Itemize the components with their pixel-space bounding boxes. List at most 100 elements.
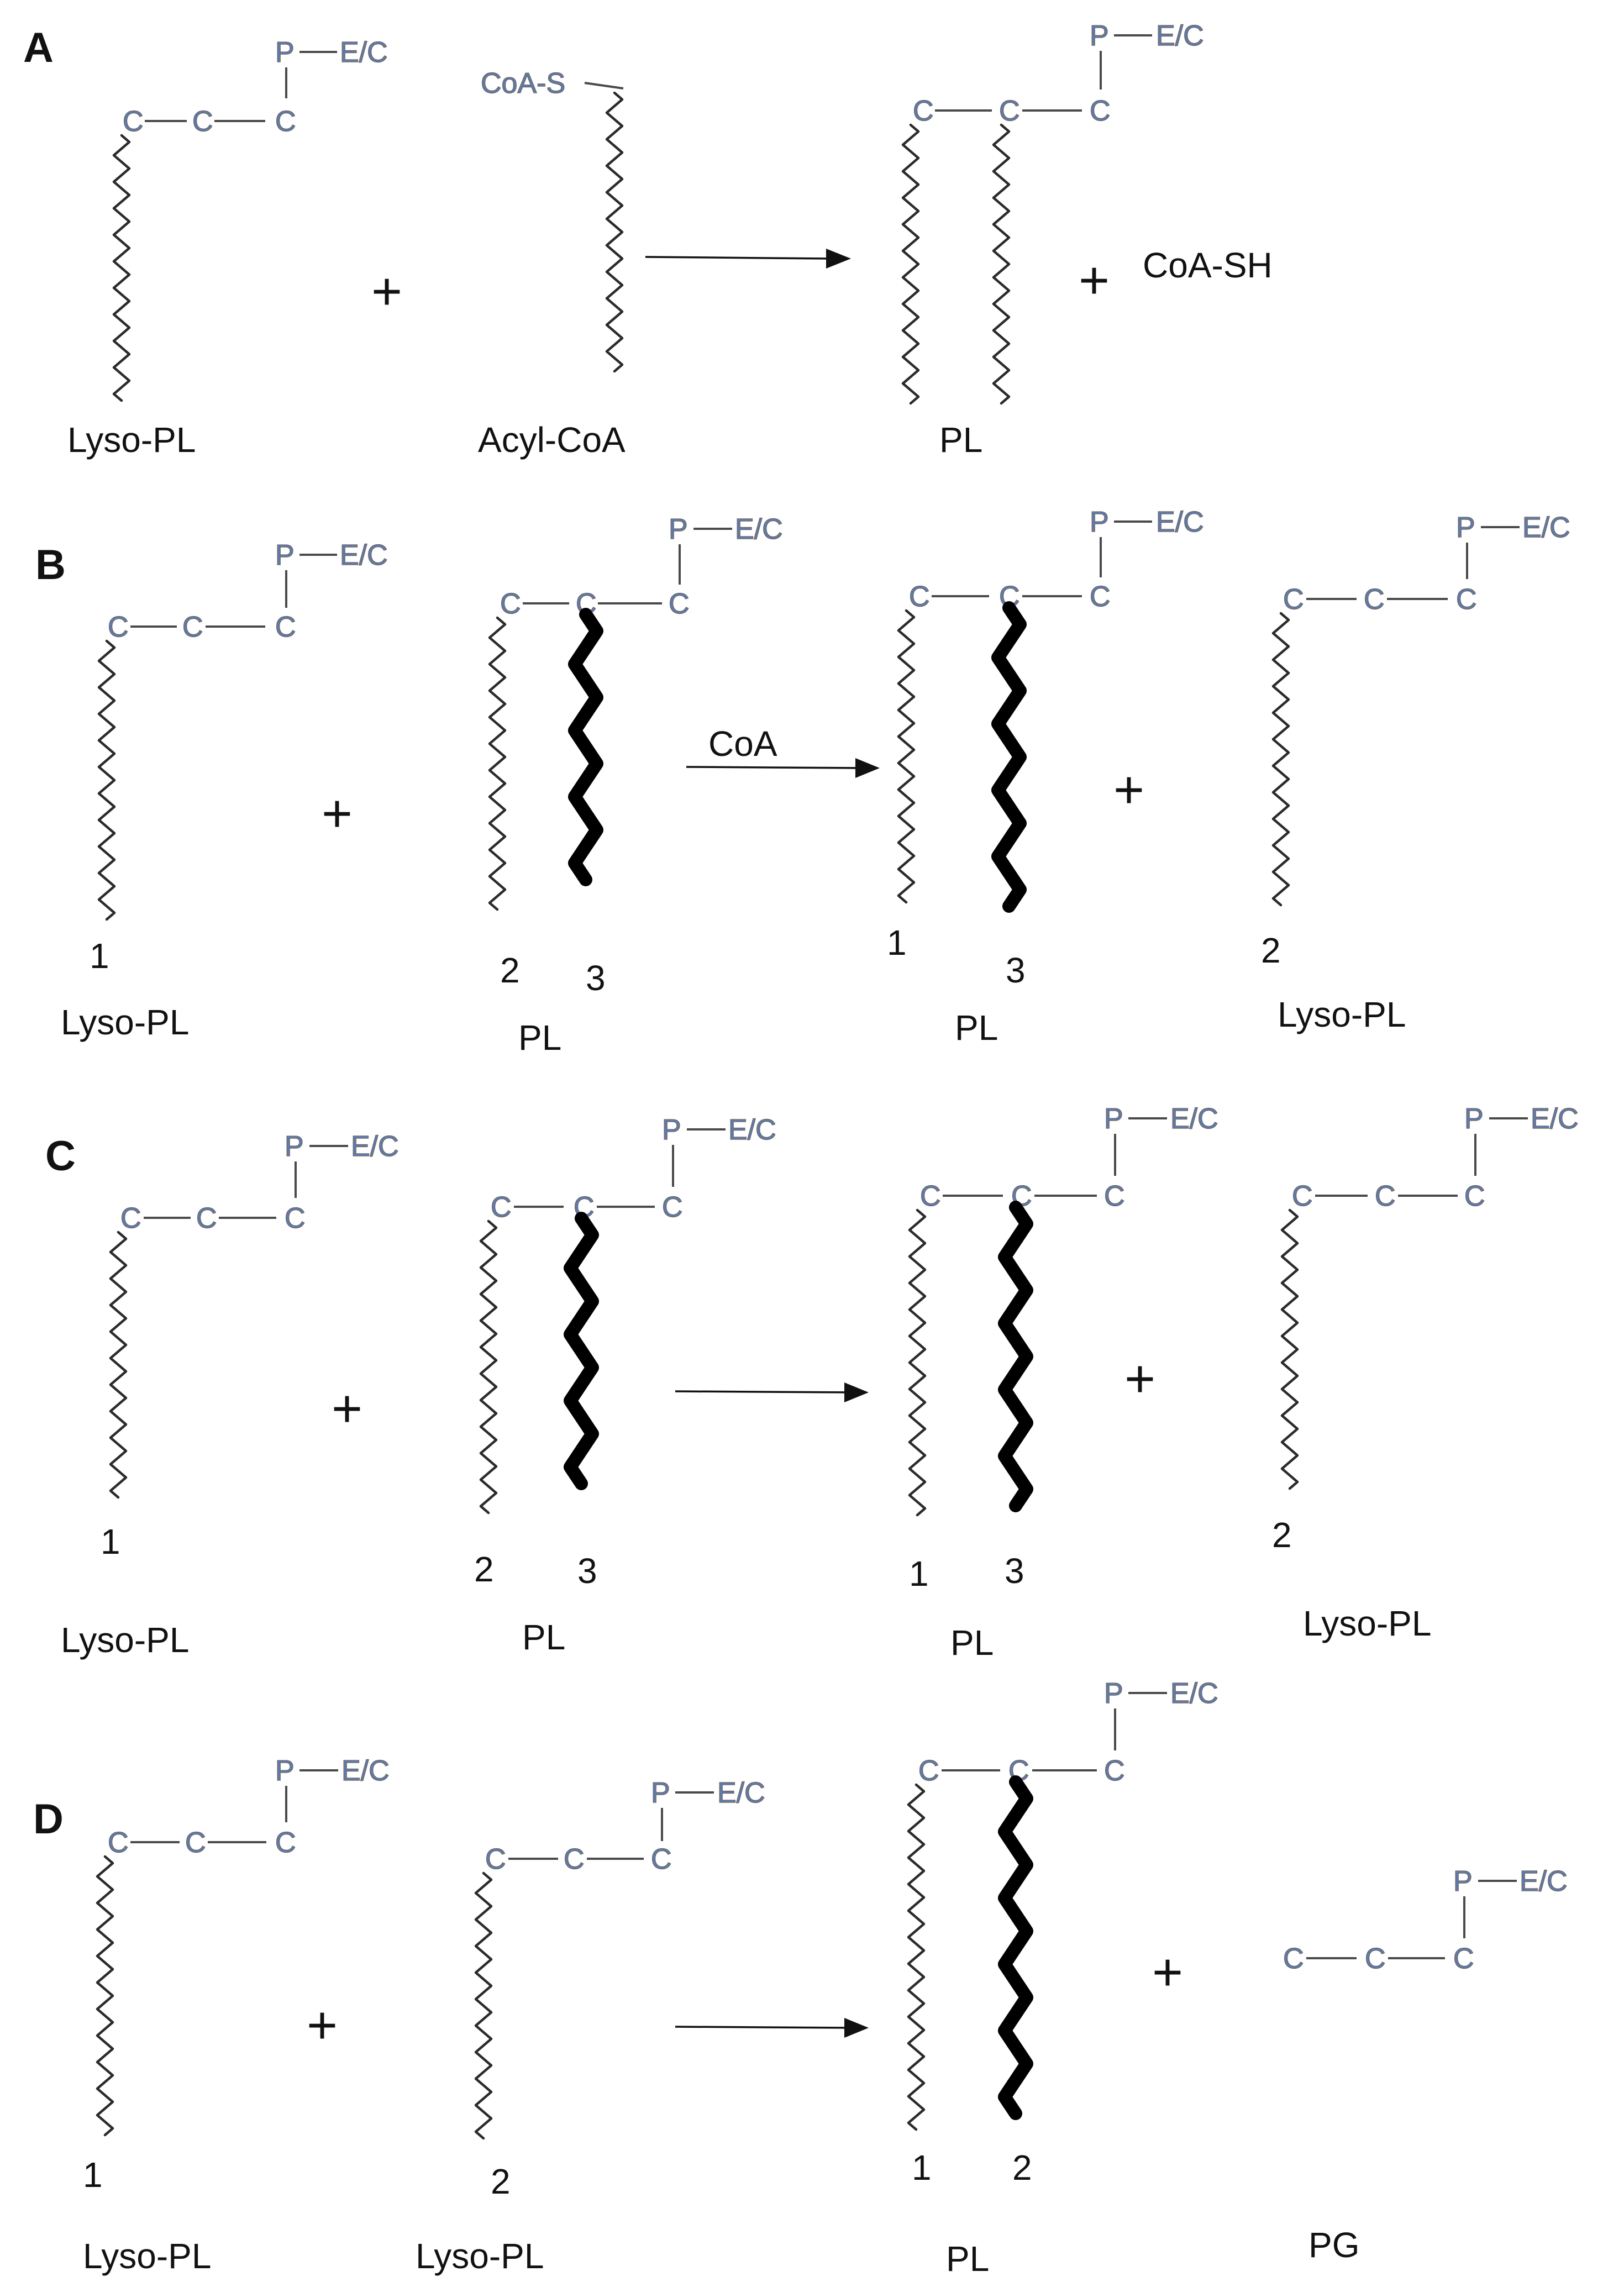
lyso-pl-molecule: P E/C C C C (97, 539, 388, 921)
pl-molecule: P E/C C C C (488, 513, 783, 911)
atom-c: C (913, 95, 934, 127)
lyso-pl-label: Lyso-PL (1278, 995, 1406, 1034)
atom-c: C (576, 588, 597, 620)
coa-label: CoA (708, 724, 777, 764)
acyl-chain (474, 1871, 493, 2140)
atom-c: C (120, 1202, 141, 1234)
pl-molecule: P E/C C C C (908, 1102, 1218, 1517)
atom-p: P (1453, 1865, 1473, 1897)
pl-label: PL (522, 1617, 565, 1657)
atom-c: C (1090, 581, 1111, 613)
atom-c: C (1292, 1180, 1313, 1212)
atom-c: C (1364, 583, 1385, 616)
atom-c: C (485, 1843, 506, 1875)
lyso-pl-molecule: P E/C C C C (112, 36, 388, 402)
atom-coas: CoA-S (481, 67, 565, 99)
atom-ec: E/C (1522, 512, 1570, 544)
acyl-chain (112, 134, 131, 402)
reaction-arrow (686, 758, 880, 778)
atom-p: P (275, 1755, 295, 1787)
atom-c: C (123, 106, 144, 138)
panel-d-letter: D (33, 1796, 64, 1843)
lyso-pl-molecule: P E/C C C C (474, 1776, 765, 2140)
thick-acyl-chain (991, 601, 1027, 913)
atom-p: P (1456, 512, 1475, 544)
lyso-pl-label: Lyso-PL (67, 420, 196, 460)
reaction-arrow (645, 249, 851, 269)
acyl-coa-label: Acyl-CoA (478, 420, 626, 460)
acyl-coa-molecule: CoA-S (480, 67, 624, 373)
pl-label: PL (946, 2239, 989, 2279)
atom-c: C (1375, 1180, 1396, 1212)
acyl-chain (1280, 1208, 1299, 1490)
plus-sign: + (322, 784, 353, 843)
panel-b-letter: B (35, 541, 66, 588)
atom-c: C (275, 611, 296, 643)
lyso-pl-label: Lyso-PL (61, 1002, 189, 1042)
atom-ec: E/C (1156, 506, 1204, 538)
reaction-arrow (675, 1382, 869, 1402)
atom-ec: E/C (1170, 1678, 1218, 1710)
atom-c: C (918, 1755, 939, 1787)
atom-p: P (1090, 506, 1109, 538)
lyso-pl-molecule: P E/C C C C (1280, 1102, 1579, 1490)
pl-molecule: P E/C C C C (901, 19, 1204, 405)
chain-number: 3 (1005, 1551, 1024, 1591)
atom-p: P (275, 539, 295, 571)
plus-sign: + (371, 262, 402, 321)
acyl-chain (97, 639, 116, 921)
reaction-arrow (675, 2018, 869, 2038)
atom-ec: E/C (341, 1755, 390, 1787)
chain-number: 2 (1272, 1515, 1292, 1555)
chain-number: 3 (1006, 950, 1026, 990)
chain-number: 1 (912, 2148, 932, 2188)
atom-p: P (1464, 1103, 1484, 1135)
atom-ec: E/C (340, 36, 388, 69)
atom-c: C (108, 1827, 129, 1859)
chain-number: 2 (500, 950, 520, 990)
acyl-chain (109, 1231, 128, 1499)
pl-molecule: P E/C C C C (907, 1677, 1218, 2131)
lyso-pl-label: Lyso-PL (1303, 1603, 1431, 1643)
atom-c: C (1104, 1755, 1125, 1787)
lyso-pl-molecule: P E/C C C C (1271, 511, 1570, 907)
acyl-chain (897, 609, 916, 904)
atom-c: C (1453, 1943, 1474, 1975)
atom-p: P (275, 36, 295, 69)
plus-sign: + (307, 1996, 338, 2055)
lyso-pl-label: Lyso-PL (416, 2236, 544, 2276)
atom-ec: E/C (1156, 20, 1204, 52)
plus-sign: + (1113, 760, 1144, 819)
acyl-chain (992, 123, 1011, 405)
atom-ec: E/C (1531, 1103, 1579, 1135)
acyl-chain (479, 1219, 498, 1515)
chain-number: 1 (83, 2155, 103, 2195)
atom-c: C (196, 1202, 217, 1234)
thick-acyl-chain (564, 1212, 599, 1490)
atom-c: C (1464, 1180, 1485, 1212)
atom-c: C (192, 106, 213, 138)
atom-c: C (999, 95, 1020, 127)
chain-number: 2 (1261, 930, 1281, 970)
lyso-pl-molecule: P E/C C C C (109, 1130, 399, 1499)
panel-c-letter: C (45, 1133, 76, 1180)
atom-c: C (1090, 95, 1111, 127)
acyl-chain (1271, 612, 1290, 907)
atom-c: C (182, 611, 203, 643)
coash-label: CoA-SH (1143, 245, 1273, 285)
atom-p: P (669, 513, 688, 545)
thick-acyl-chain (568, 608, 603, 886)
pl-label: PL (955, 1008, 998, 1048)
atom-c: C (564, 1843, 585, 1875)
pl-label: PL (950, 1623, 994, 1663)
atom-ec: E/C (728, 1114, 776, 1146)
atom-c: C (920, 1180, 941, 1212)
acyl-chain (488, 616, 507, 911)
atom-c: C (1456, 583, 1477, 616)
chain-number: 3 (586, 958, 606, 998)
atom-c: C (662, 1191, 683, 1223)
lyso-pl-molecule: P E/C C C C (96, 1754, 390, 2137)
thick-acyl-chain (998, 1201, 1033, 1512)
atom-ec: E/C (1520, 1865, 1568, 1897)
